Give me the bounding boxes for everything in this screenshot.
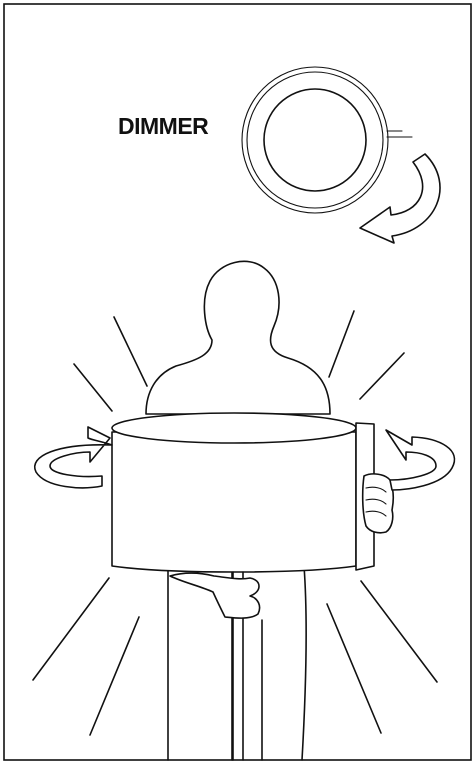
lamp-shade [111,412,375,573]
right-hand [361,473,395,534]
dimmer-label: DIMMER [118,113,209,139]
dimmer-knob-icon [241,66,413,214]
curved-arrow-icon [359,153,441,244]
page-border [3,3,472,761]
lower-hand [169,572,261,619]
light-rays-upper [73,310,405,412]
light-rays-lower [32,577,438,736]
right-hand-fingers [365,486,387,517]
rotate-arrow-left-icon [33,426,113,489]
rotate-arrow-right-icon [385,429,456,491]
person-silhouette [145,260,331,415]
